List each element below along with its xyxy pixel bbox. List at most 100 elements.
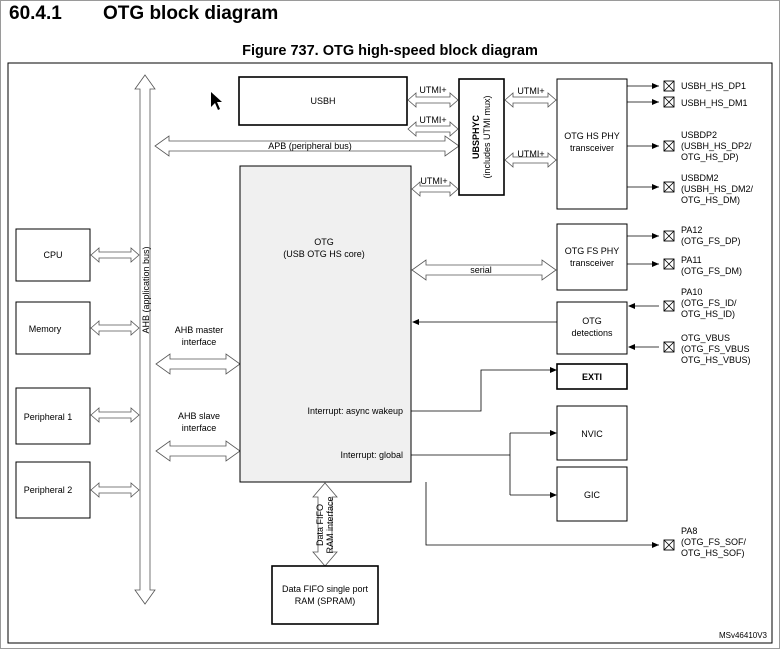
utmi-label-5: UTMI+ <box>517 149 544 159</box>
otg-detections-label-2: detections <box>571 328 613 338</box>
peripheral1-block <box>15 387 91 445</box>
serial-label: serial <box>470 265 492 275</box>
otg-core-label-1: OTG <box>314 237 334 247</box>
mouse-pointer-icon <box>211 92 222 110</box>
ahb-master-label-2: interface <box>182 337 217 347</box>
utmi-arrow-2 <box>407 121 459 137</box>
to-gic-arrowhead <box>550 492 557 498</box>
pa12-arrowhead <box>652 233 659 239</box>
usbdm2-pin-1: USBDM2 <box>681 173 719 183</box>
figure-title: Figure 737. OTG high-speed block diagram <box>242 43 538 59</box>
spram-block <box>271 565 379 625</box>
to-nvic-arrowhead <box>550 430 557 436</box>
ubsphyc-sublabel: (includes UTMI mux) <box>482 95 492 178</box>
pa11-arrowhead <box>652 261 659 267</box>
usbh-dp1-pin: USBH_HS_DP1 <box>681 81 746 91</box>
usbdp2-pin-2: (USBH_HS_DP2/ <box>681 141 752 151</box>
peripheral2-label: Peripheral 2 <box>24 485 73 495</box>
section-title: OTG block diagram <box>103 3 279 24</box>
utmi-arrow-3 <box>411 181 459 197</box>
otg-vbus-arrowhead <box>628 344 635 350</box>
usbdp2-pin-3: OTG_HS_DP) <box>681 152 739 162</box>
async-wakeup-line <box>411 369 553 412</box>
usbdm2-pin-2: (USBH_HS_DM2/ <box>681 184 754 194</box>
usbdp2-pin-1: USBDP2 <box>681 130 717 140</box>
otg-core-block <box>239 165 412 483</box>
sof-arrowhead <box>652 542 659 548</box>
pa11-pad <box>663 258 675 270</box>
utmi-label-3: UTMI+ <box>420 176 447 186</box>
utmi-label-2: UTMI+ <box>419 115 446 125</box>
pa8-pin-1: PA8 <box>681 526 697 536</box>
ahb-slave-label-2: interface <box>182 423 217 433</box>
pa11-pin-2: (OTG_FS_DM) <box>681 266 742 276</box>
pa8-pin-3: OTG_HS_SOF) <box>681 548 745 558</box>
usbh-dm1-arrowhead <box>652 99 659 105</box>
cpu-ahb-arrow <box>90 247 140 263</box>
spram-label-1: Data FIFO single port <box>282 584 369 594</box>
reference-code: MSv46410V3 <box>719 631 768 640</box>
pa10-pin-2: (OTG_FS_ID/ <box>681 298 737 308</box>
peripheral1-label: Peripheral 1 <box>24 412 73 422</box>
memory-label: Memory <box>29 324 62 334</box>
pa10-arrowhead <box>628 303 635 309</box>
usbh-block <box>238 76 408 126</box>
pa10-pad <box>663 300 675 312</box>
peripheral2-ahb-arrow <box>90 482 140 498</box>
diagram-border <box>7 62 773 644</box>
otg-core-label-2: (USB OTG HS core) <box>283 249 365 259</box>
pa8-pad <box>663 539 675 551</box>
usbh-dm1-pad <box>663 96 675 108</box>
otg-vbus-pad <box>663 341 675 353</box>
usbh-dp1-arrowhead <box>652 83 659 89</box>
otg-vbus-pin-3: OTG_HS_VBUS) <box>681 355 751 365</box>
pa10-pin-3: OTG_HS_ID) <box>681 309 735 319</box>
exti-block <box>556 363 628 390</box>
pa12-pin-2: (OTG_FS_DP) <box>681 236 741 246</box>
ahb-slave-label-1: AHB slave <box>178 411 220 421</box>
pa12-pin-1: PA12 <box>681 225 702 235</box>
peripheral2-block <box>15 461 91 519</box>
exti-label: EXTI <box>582 372 602 382</box>
otg-fs-phy-label-1: OTG FS PHY <box>565 246 620 256</box>
otg-fs-phy-block <box>556 223 628 291</box>
usbdm2-arrowhead <box>652 184 659 190</box>
usbh-dp1-pad <box>663 80 675 92</box>
usbh-label: USBH <box>310 96 335 106</box>
nvic-label: NVIC <box>581 429 603 439</box>
interrupt-async-wakeup-label: Interrupt: async wakeup <box>307 406 403 416</box>
pa10-pin-1: PA10 <box>681 287 702 297</box>
utmi-arrow-4 <box>504 92 557 108</box>
utmi-arrow-1 <box>407 92 459 108</box>
pa8-pin-2: (OTG_FS_SOF/ <box>681 537 747 547</box>
ahb-slave-arrow <box>155 440 241 462</box>
memory-ahb-arrow <box>90 320 140 336</box>
utmi-label-1: UTMI+ <box>419 85 446 95</box>
ahb-master-label-1: AHB master <box>175 325 224 335</box>
spram-label-2: RAM (SPRAM) <box>295 596 356 606</box>
utmi-arrow-5 <box>504 152 557 168</box>
apb-bus-label: APB (peripheral bus) <box>268 141 352 151</box>
fifo-interface-label-1: Data FIFO <box>315 504 325 546</box>
section-number: 60.4.1 <box>9 3 62 24</box>
otg-hs-phy-block <box>556 78 628 210</box>
gic-block <box>556 466 628 522</box>
ubsphyc-block <box>458 78 505 196</box>
ahb-master-arrow <box>155 353 241 375</box>
sof-line <box>425 482 659 546</box>
usbdp2-pad <box>663 140 675 152</box>
otg-fs-phy-label-2: transceiver <box>570 258 614 268</box>
cpu-block <box>15 228 91 282</box>
ahb-bus-arrow <box>134 74 156 605</box>
ahb-bus-label: AHB (application bus) <box>141 246 151 333</box>
cpu-label: CPU <box>43 250 62 260</box>
memory-block <box>15 301 91 355</box>
serial-arrow <box>411 259 557 281</box>
pa11-pin-1: PA11 <box>681 255 702 265</box>
usbdm2-pin-3: OTG_HS_DM) <box>681 195 740 205</box>
utmi-label-4: UTMI+ <box>517 86 544 96</box>
fifo-interface-label-2: RAM interface <box>325 496 335 553</box>
otg-hs-phy-label-2: transceiver <box>570 143 614 153</box>
async-wakeup-arrowhead <box>550 367 557 373</box>
